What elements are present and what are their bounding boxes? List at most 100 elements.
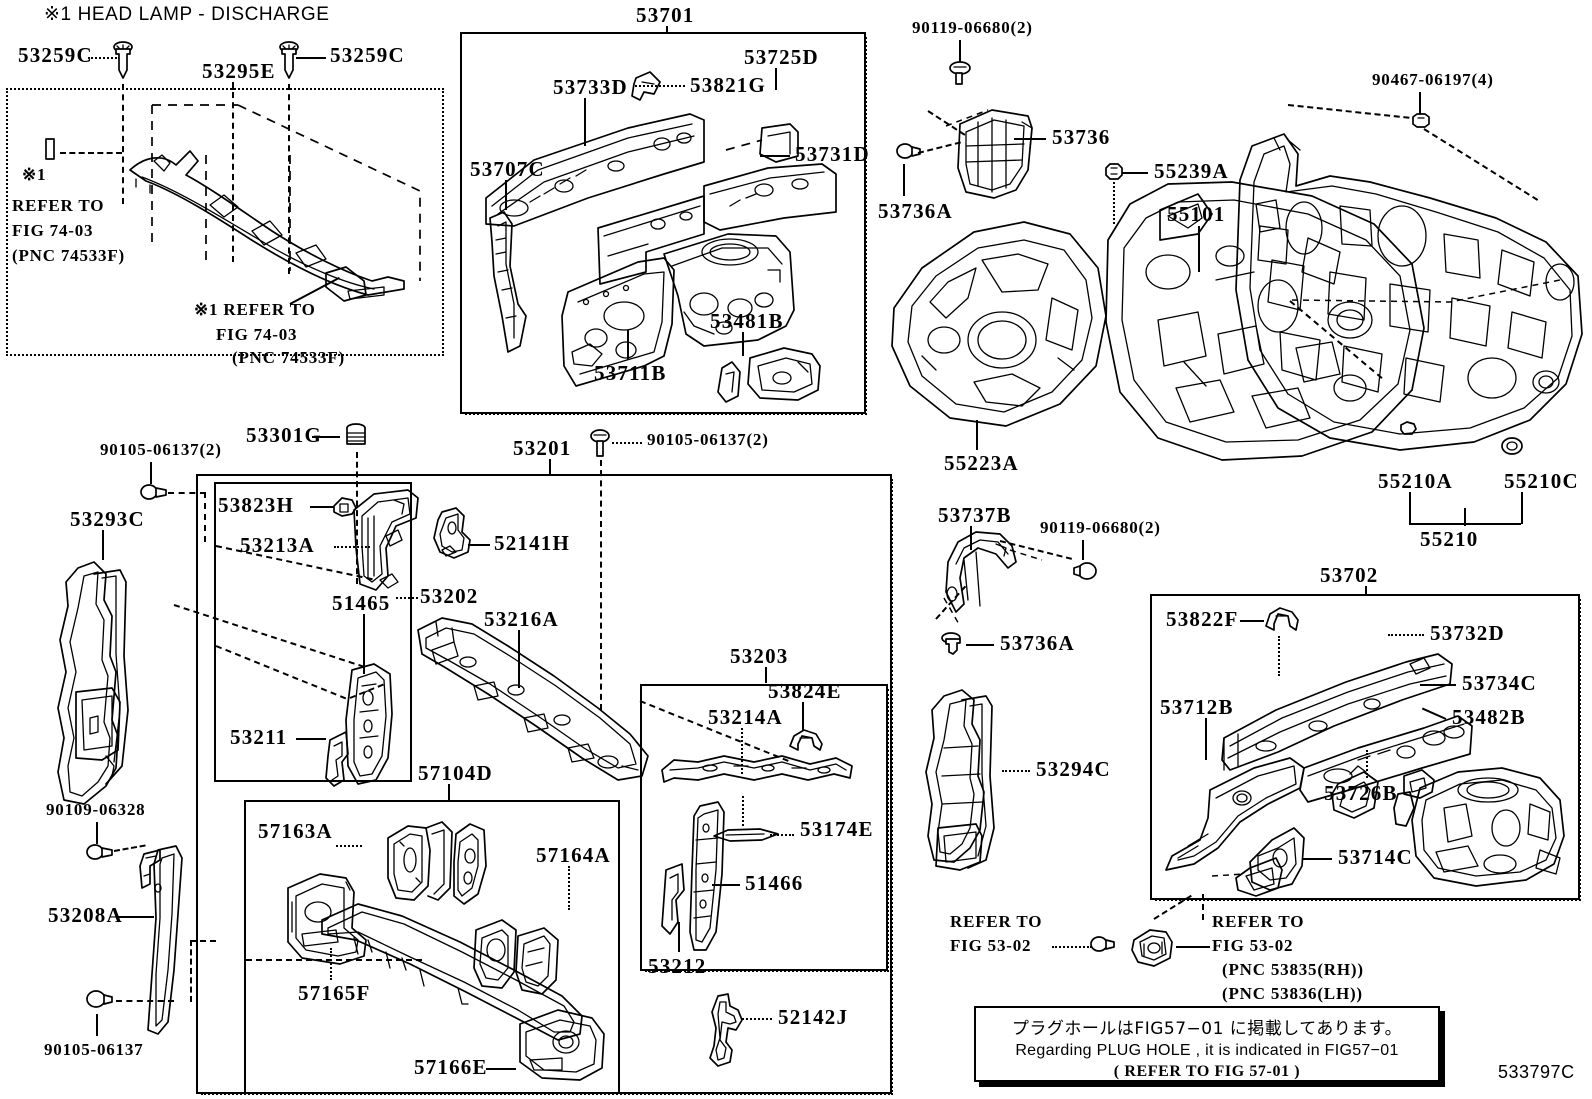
leader-53737B xyxy=(970,526,972,550)
leader-90467 xyxy=(1419,92,1421,114)
art-53295E-radiator-support xyxy=(120,95,440,345)
panel-label-57104D: 57104D xyxy=(418,761,493,785)
part-label-53216A: 53216A xyxy=(484,607,559,631)
art-53214A-support-lower xyxy=(658,748,858,798)
leader-53714C xyxy=(1302,858,1332,860)
leader-53702 xyxy=(1365,586,1367,596)
panel-box-57104D xyxy=(244,800,620,1094)
headlamp-note2-line3: (PNC 74533F) xyxy=(232,348,345,367)
bolt-90105-06137-2b-icon xyxy=(588,428,612,460)
headlamp-note1-line1: ※1 xyxy=(22,165,47,184)
bolt-90119-06680-top-icon xyxy=(948,60,972,86)
part-label-51466: 51466 xyxy=(745,871,804,895)
leader-53824E xyxy=(802,702,804,730)
bolt-90105-06137-2a-icon xyxy=(140,482,168,504)
leader-53701 xyxy=(666,26,668,34)
dash-53301G-drop xyxy=(356,452,358,584)
leader-90105-2a xyxy=(150,462,152,484)
part-label-90105-06137-2a: 90105-06137(2) xyxy=(100,440,222,459)
panel-label-53202: 53202 xyxy=(420,584,479,608)
leader-53202 xyxy=(396,597,418,599)
grommet-53301G-icon xyxy=(344,422,368,452)
part-label-53725D: 53725D xyxy=(744,45,819,69)
part-label-57164A: 57164A xyxy=(536,843,611,867)
leader-53736A-top xyxy=(903,164,905,196)
leader-53711B xyxy=(627,330,629,360)
panel-label-53701: 53701 xyxy=(636,3,695,27)
leader-53726B xyxy=(1366,750,1368,778)
art-51466-pillar xyxy=(660,800,750,960)
right-ref-line2: FIG 53-02 xyxy=(1212,936,1294,955)
headlamp-note2-line2: FIG 74-03 xyxy=(216,325,298,344)
leader-53301G xyxy=(312,436,340,438)
panel-label-53201: 53201 xyxy=(513,436,572,460)
part-label-90105-06137: 90105-06137 xyxy=(44,1040,144,1059)
leader-55210C-v xyxy=(1521,492,1523,524)
art-53702-apron-assembly xyxy=(1158,612,1578,902)
leader-53736 xyxy=(1014,138,1046,140)
panel-box-53202 xyxy=(214,482,412,782)
part-label-53707C: 53707C xyxy=(470,157,545,181)
bolt-90105-06137-icon xyxy=(86,988,114,1012)
part-label-53714C: 53714C xyxy=(1338,845,1413,869)
leader-53212 xyxy=(678,922,680,952)
leader-90109 xyxy=(96,822,98,844)
part-label-53731D: 53731D xyxy=(795,142,870,166)
plug-55210C-icon xyxy=(1500,436,1524,458)
part-label-55210C: 55210C xyxy=(1504,469,1579,493)
leader-55210A-v xyxy=(1409,492,1411,524)
dash-90105-2b-drop xyxy=(600,460,602,710)
leader-53712B xyxy=(1205,718,1207,760)
leader-53208A xyxy=(118,916,154,918)
leader-90105-2b xyxy=(612,442,642,444)
note-en: Regarding PLUG HOLE , it is indicated in… xyxy=(1015,1042,1399,1059)
art-53822F-clamp xyxy=(1262,606,1302,634)
part-label-53211: 53211 xyxy=(230,725,288,749)
right-ref-line3: (PNC 53835(RH)) xyxy=(1222,960,1364,979)
clip-53736A-mid-icon xyxy=(940,630,968,656)
leader-53736A-mid xyxy=(966,644,994,646)
part-label-53482B: 53482B xyxy=(1452,705,1526,729)
part-label-53214A: 53214A xyxy=(708,705,783,729)
dot-55239A-drop xyxy=(1113,182,1115,224)
leader-53201 xyxy=(549,459,551,475)
bolt-90109-06328-icon xyxy=(86,842,114,864)
part-label-90467-06197: 90467-06197(4) xyxy=(1372,70,1494,89)
dot-53174E-stack xyxy=(742,796,744,826)
art-52141H-bracket xyxy=(428,506,488,566)
left-ref-line1: REFER TO xyxy=(950,912,1043,931)
leader-53821G xyxy=(635,85,685,87)
leader-55223A xyxy=(976,420,978,450)
dash-clip-right-drop xyxy=(288,84,290,274)
leader-90119-top xyxy=(959,40,961,62)
art-53294C-side-seal xyxy=(920,688,1030,878)
art-53824E-clamp xyxy=(786,728,828,752)
leader-57164A xyxy=(568,866,570,910)
part-label-53737B: 53737B xyxy=(938,503,1012,527)
art-53216A-radiator-upper-support xyxy=(412,616,662,816)
part-label-53711B: 53711B xyxy=(594,361,667,385)
part-label-53259C-right: 53259C xyxy=(330,43,405,67)
clip-53259C-right-icon xyxy=(276,40,302,84)
left-ref-line2: FIG 53-02 xyxy=(950,936,1032,955)
leader-53259C-right xyxy=(296,57,326,59)
part-label-53212: 53212 xyxy=(648,954,707,978)
leader-53174E xyxy=(770,834,794,836)
part-label-53481B: 53481B xyxy=(710,309,784,333)
art-53736-cover xyxy=(936,98,1056,218)
plug-55210A-icon xyxy=(1398,420,1420,438)
leader-57163A xyxy=(336,845,362,847)
leader-right-ref xyxy=(1176,946,1210,948)
part-label-55101: 55101 xyxy=(1167,202,1226,226)
art-53737B-cover xyxy=(934,528,1054,638)
leader-53481B xyxy=(742,332,744,356)
art-55210-dash-panel-outer xyxy=(1230,120,1590,470)
art-53208A-seal-strip xyxy=(124,844,194,1044)
leader-51465 xyxy=(363,614,365,674)
dash-clip-left-drop xyxy=(122,84,124,204)
leader-52141H xyxy=(468,544,490,546)
nut-90467-06197-icon xyxy=(1410,112,1432,130)
leader-55239A xyxy=(1122,172,1148,174)
dash-90467-1 xyxy=(1287,104,1410,119)
panel-label-53203: 53203 xyxy=(730,644,789,668)
